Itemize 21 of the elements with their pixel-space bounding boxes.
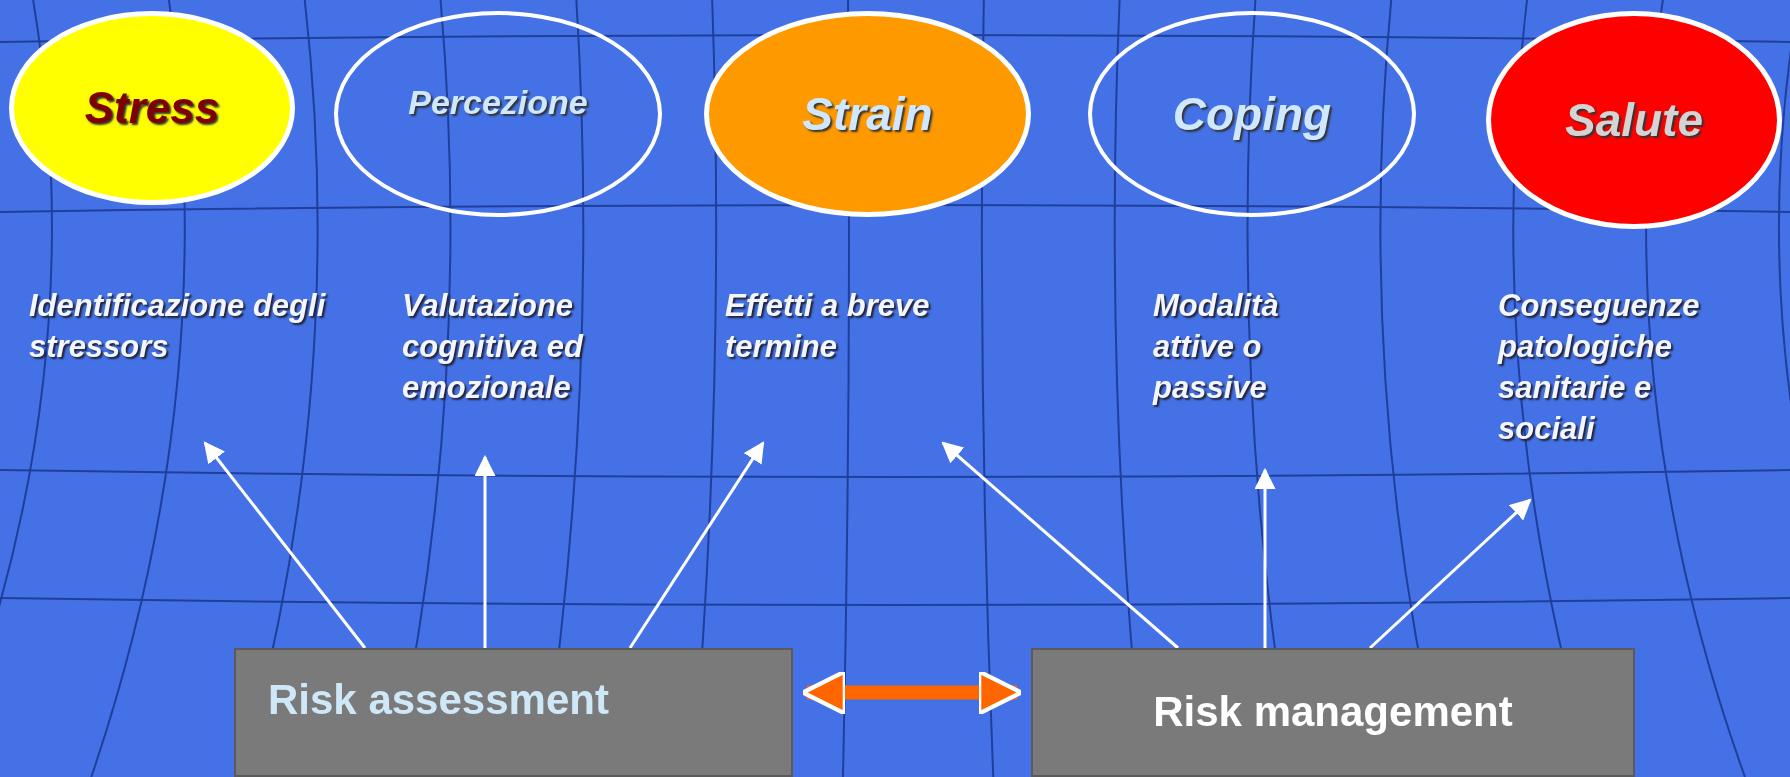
description-text: Modalità attive o passive: [1153, 285, 1323, 470]
process-box: Risk assessment: [234, 648, 793, 777]
arrow: [628, 441, 765, 649]
description-text: Identificazione degli stressors: [29, 285, 329, 443]
ellipse-label: Salute: [1564, 92, 1703, 148]
ellipse-node: [334, 11, 662, 217]
arrow: [941, 441, 1179, 650]
ellipse-label: Coping: [1172, 86, 1332, 142]
process-box: Risk management: [1031, 648, 1635, 777]
arrow: [474, 454, 496, 648]
arrow: [1369, 498, 1532, 650]
description-text: Conseguenze patologiche sanitarie e sociali: [1498, 285, 1703, 500]
arrow: [1254, 467, 1276, 648]
ellipse-label: Stress: [84, 82, 220, 134]
description-text: Effetti a breve termine: [725, 285, 1005, 443]
ellipse-label: Percezione: [408, 81, 588, 123]
arrow: [800, 669, 1024, 716]
arrow: [203, 441, 367, 649]
ellipse-label: Strain: [802, 86, 933, 142]
description-text: Valutazione cognitiva ed emozionale: [402, 285, 692, 457]
ellipse-node: [1088, 11, 1416, 217]
